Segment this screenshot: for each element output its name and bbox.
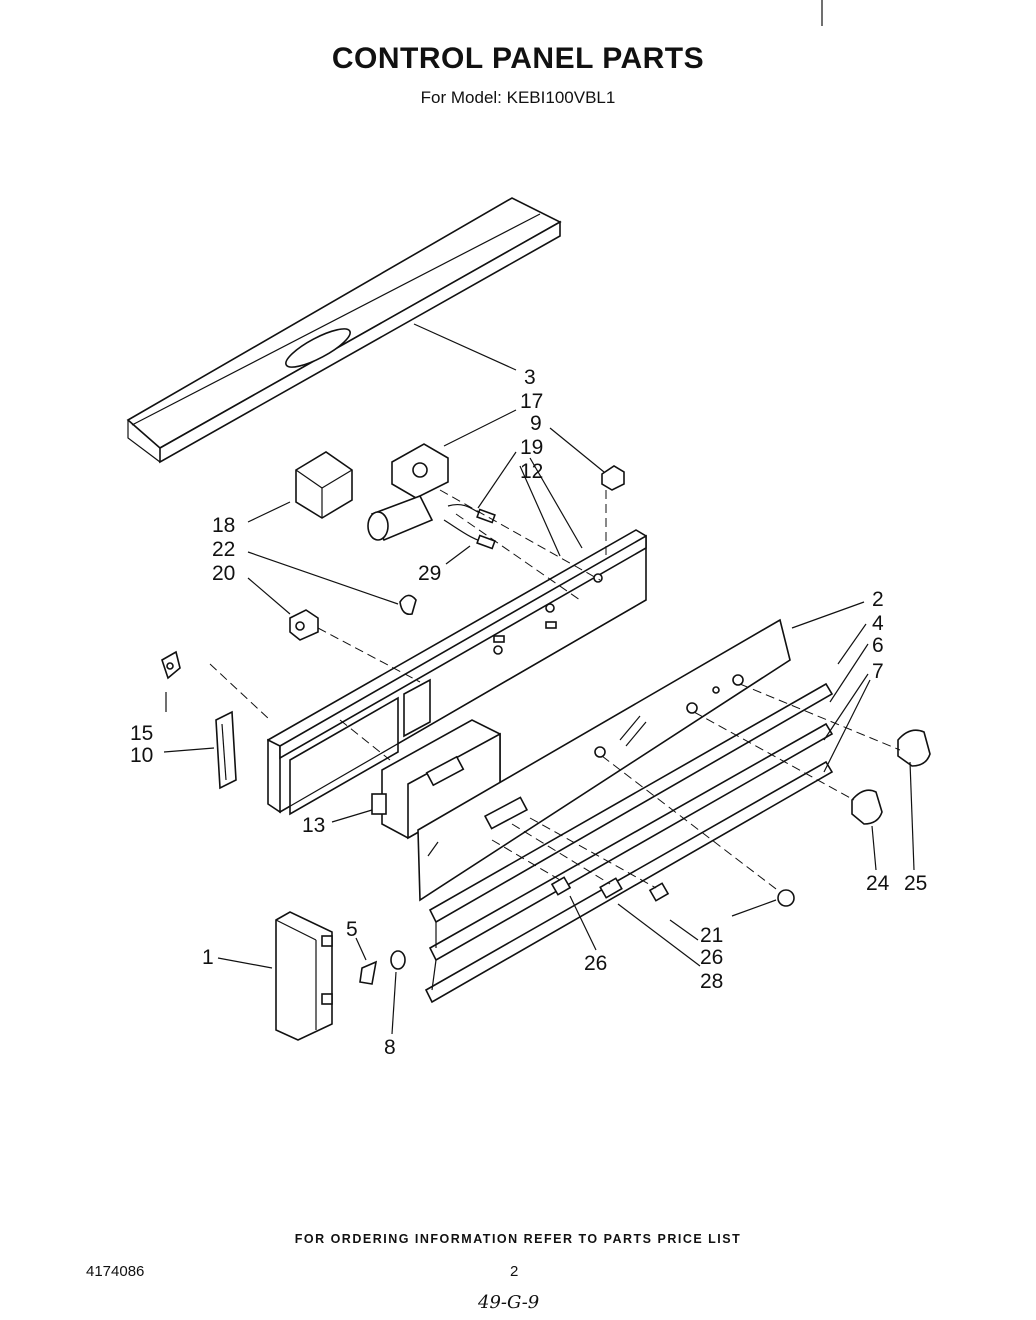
part-10-bracket	[215, 710, 237, 790]
part-15-bracket	[161, 650, 181, 680]
callout-17: 17	[520, 390, 543, 413]
callout-5: 5	[346, 918, 358, 941]
part-26-button-right	[648, 882, 670, 902]
callout-4: 4	[872, 612, 884, 635]
callout-2: 2	[872, 588, 884, 611]
control-panel-backplate	[267, 529, 647, 816]
part-17-switch	[391, 443, 449, 499]
handwritten-note: 49-G-9	[478, 1292, 540, 1313]
part-2-glass-panel	[417, 618, 791, 902]
callout-26-right: 26	[700, 946, 723, 969]
callout-29: 29	[418, 562, 441, 585]
callout-10: 10	[130, 744, 153, 767]
part-9-clip	[601, 465, 625, 491]
part-18-transformer	[295, 451, 353, 519]
part-13-clock-module	[371, 719, 501, 840]
part-20-socket	[289, 609, 319, 641]
part-1-end-cap	[275, 911, 333, 1041]
callout-15: 15	[130, 722, 153, 745]
callout-19: 19	[520, 436, 543, 459]
callout-1: 1	[202, 946, 214, 969]
callout-22: 22	[212, 538, 235, 561]
leader-lines	[163, 323, 915, 1035]
callout-28: 28	[700, 970, 723, 993]
model-subtitle: For Model: KEBI100VBL1	[420, 88, 616, 107]
callout-8: 8	[384, 1036, 396, 1059]
part-5-clip	[359, 960, 378, 985]
part-8-washer	[390, 950, 406, 970]
callout-9: 9	[530, 412, 542, 435]
callout-24: 24	[866, 872, 890, 895]
document-number: 4174086	[86, 1263, 145, 1280]
part-29-wires	[443, 504, 496, 550]
callout-13: 13	[302, 814, 325, 837]
callout-3: 3	[524, 366, 536, 389]
callout-21: 21	[700, 924, 723, 947]
part-25-knob	[897, 729, 931, 767]
part-22-clip	[399, 594, 417, 616]
callout-12: 12	[520, 460, 543, 483]
part-24-knob	[851, 789, 883, 825]
ordering-info-note: FOR ORDERING INFORMATION REFER TO PARTS …	[294, 1232, 742, 1246]
part-3-top-trim	[126, 197, 562, 464]
callout-25: 25	[904, 872, 927, 895]
callout-6: 6	[872, 634, 884, 657]
callout-20: 20	[212, 562, 235, 585]
part-26-button-left	[550, 876, 572, 896]
page-title: CONTROL PANEL PARTS	[331, 42, 705, 75]
part-21-button	[777, 889, 795, 907]
callout-26-left: 26	[584, 952, 607, 975]
part-19-tube	[367, 494, 434, 542]
page-number: 2	[510, 1263, 519, 1280]
callout-18: 18	[212, 514, 235, 537]
callout-7: 7	[872, 660, 884, 683]
